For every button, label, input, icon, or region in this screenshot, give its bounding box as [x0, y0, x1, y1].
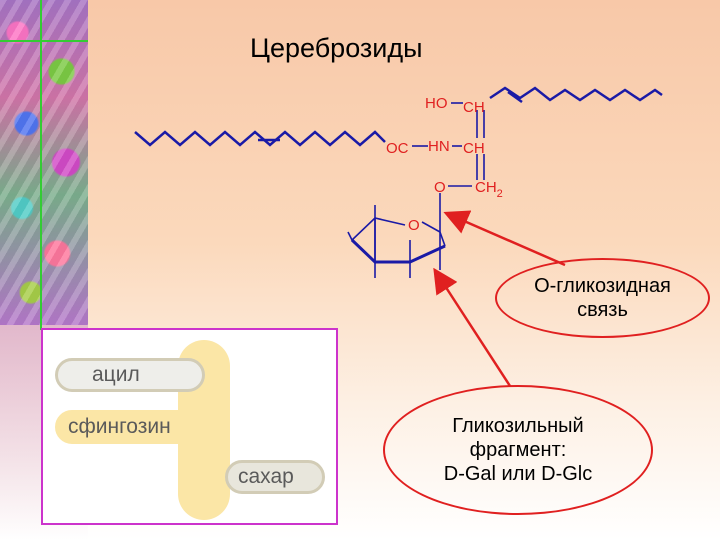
callout-o-glycosidic-line2: связь [577, 299, 628, 321]
acyl-chain [134, 130, 386, 147]
slide-title: Цереброзиды [250, 33, 423, 63]
label-hn: HN [428, 138, 450, 155]
callout-glycosyl-line3: D-Gal или D-Glc [443, 463, 593, 485]
arrow-to-o-bond [443, 210, 566, 267]
label-ch-top: CH [463, 99, 485, 116]
sphingosine-pill: сфингозин [55, 410, 215, 444]
label-o-link: O [434, 179, 446, 196]
callout-glycosyl-line1: Гликозильный [452, 415, 584, 437]
acyl-pill: ацил [55, 358, 205, 392]
callout-glycosyl-fragment: Гликозильный фрагмент: D-Gal или D-Glc [383, 385, 653, 515]
arrow-to-sugar [433, 267, 512, 387]
label-ho: HO [425, 95, 448, 112]
sphingosine-chain [489, 86, 663, 102]
label-oc: OC [386, 140, 409, 157]
schematic-image: ацил сфингозин сахар [41, 328, 338, 525]
decorative-vertical-line [40, 0, 42, 330]
callout-o-glycosidic-bond: О-гликозидная связь [495, 258, 710, 338]
decorative-horizontal-line [0, 40, 88, 42]
label-ch-mid: CH [463, 140, 485, 157]
callout-glycosyl-line2: фрагмент: [469, 439, 567, 461]
sugar-pill: сахар [225, 460, 325, 494]
pyranose-ring [350, 217, 406, 264]
callout-o-glycosidic-line1: О-гликозидная [534, 275, 671, 297]
label-ring-o: O [408, 217, 420, 234]
label-ch2: CH2 [475, 179, 503, 200]
decorative-side-strip [0, 0, 88, 325]
